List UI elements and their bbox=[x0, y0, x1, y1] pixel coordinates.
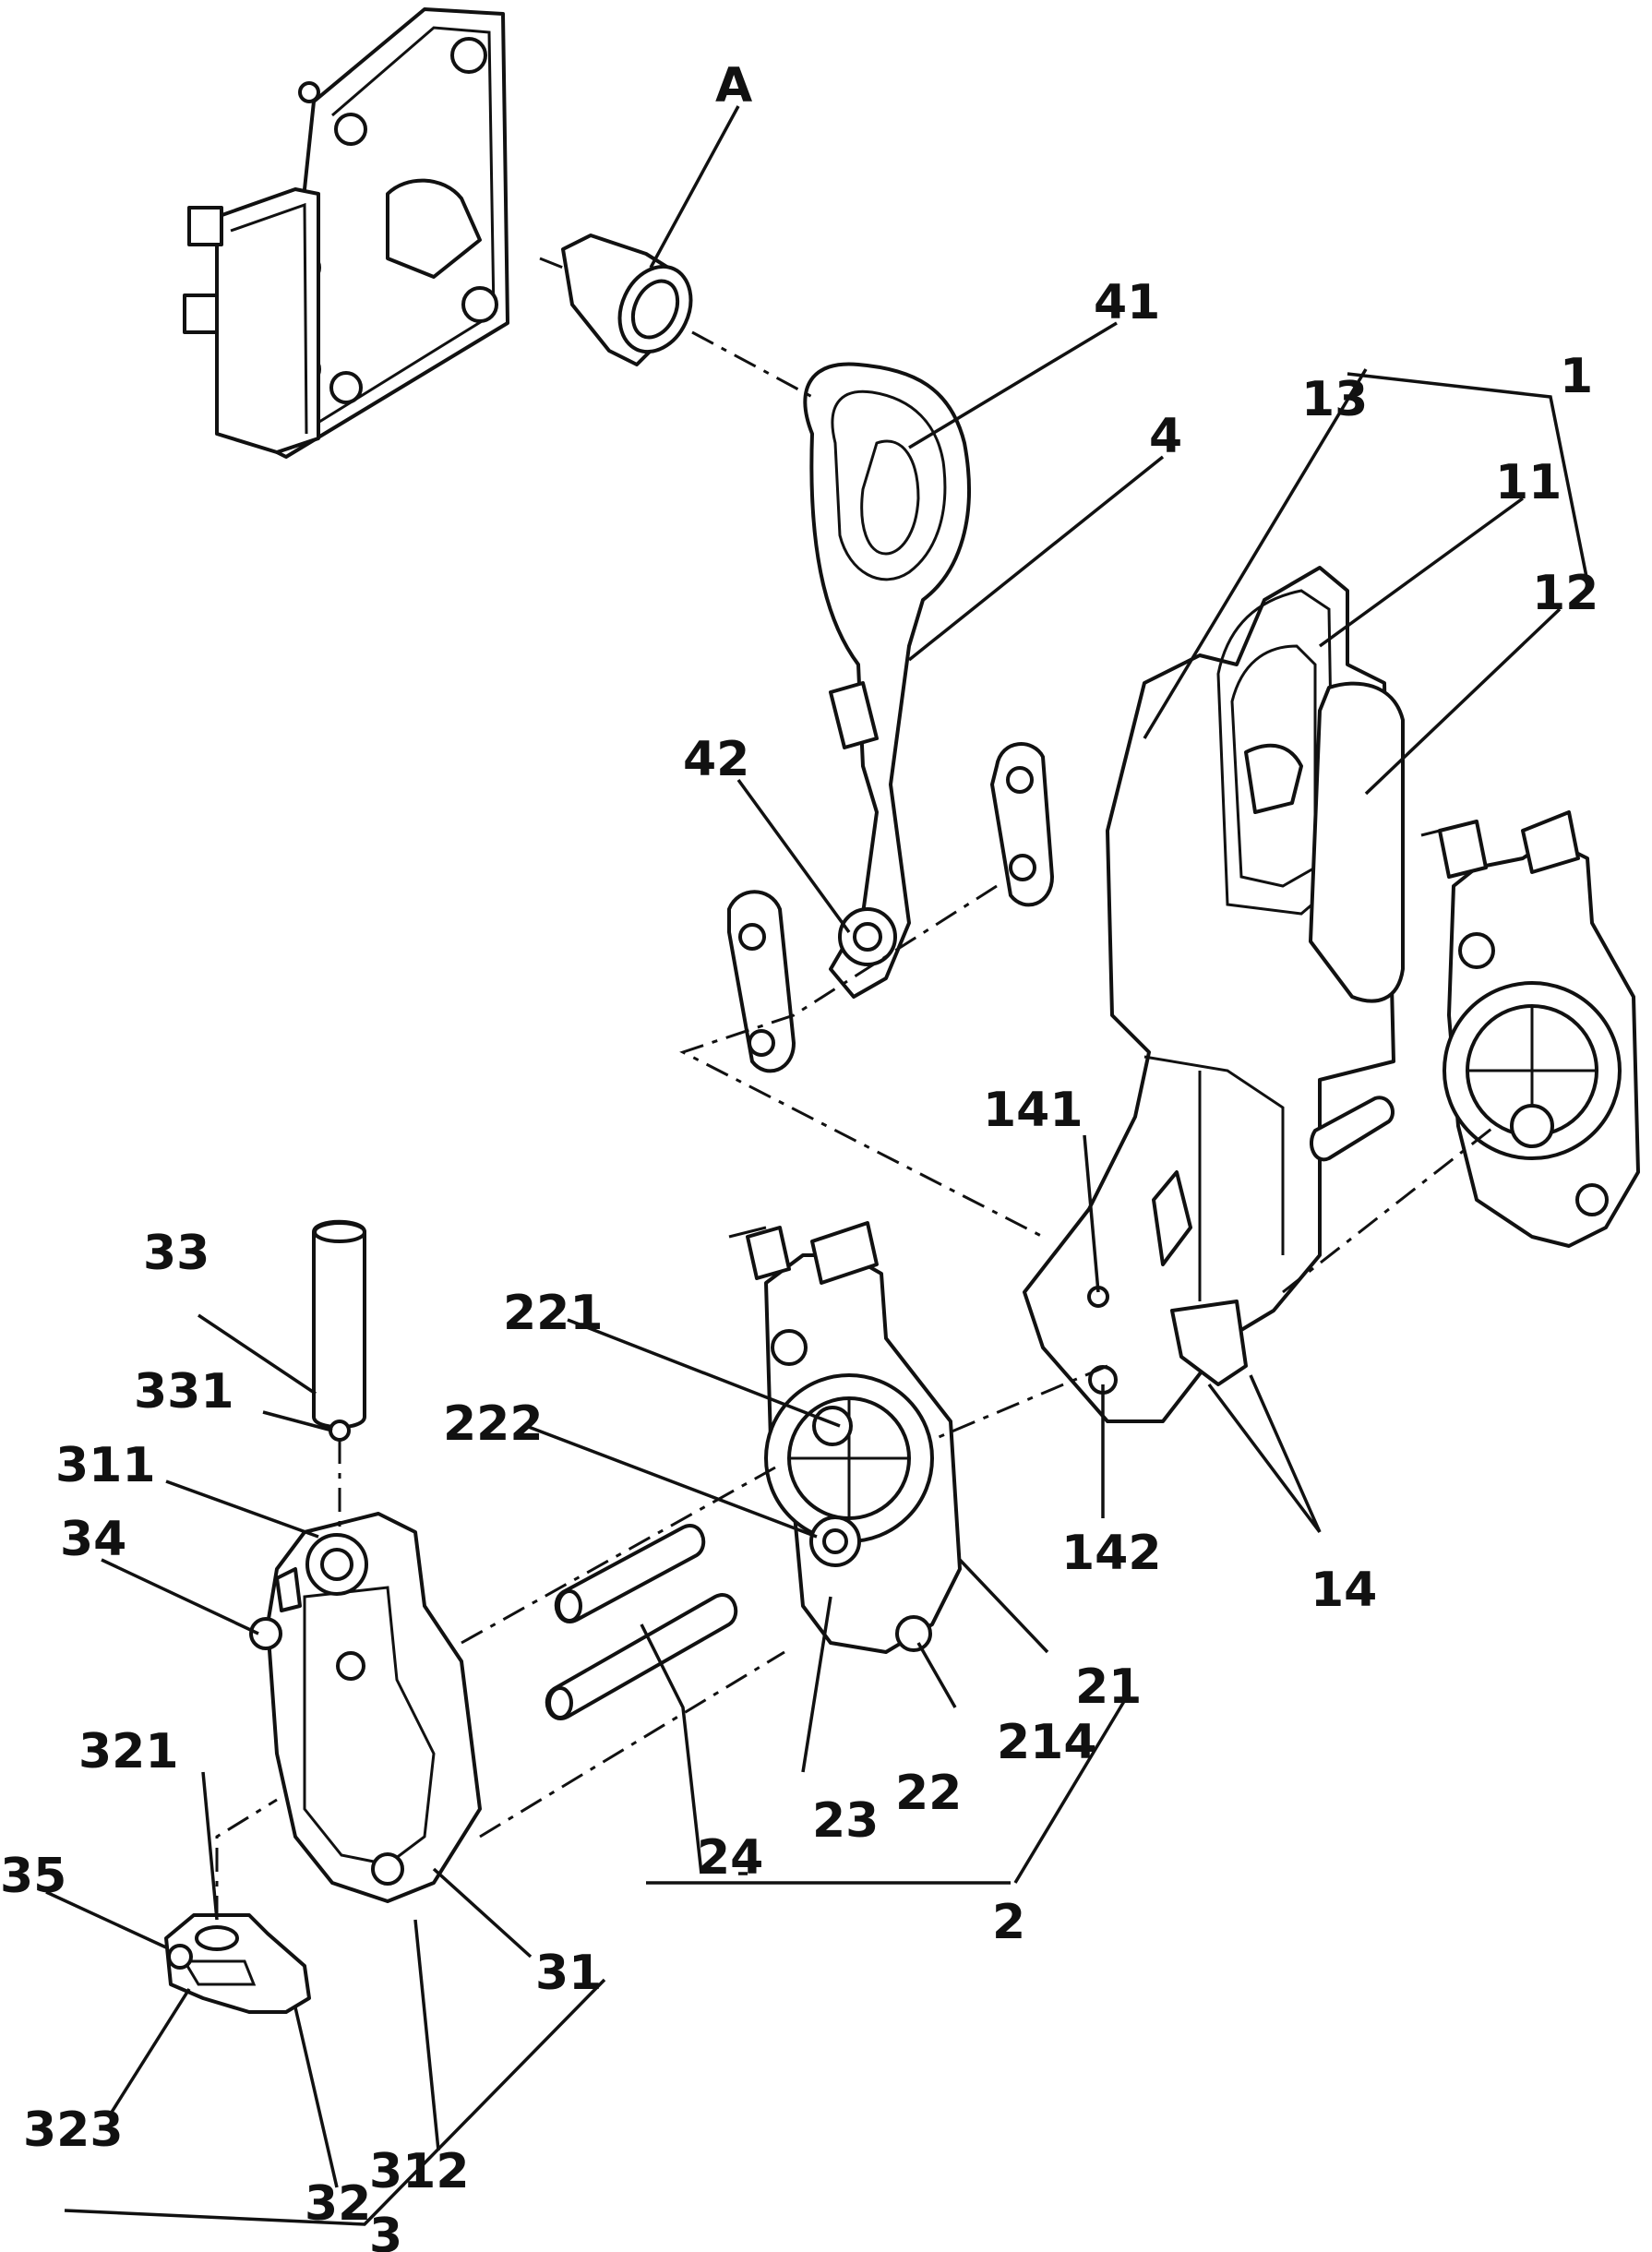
label-4: 4 bbox=[1149, 409, 1182, 464]
pin-33 bbox=[314, 1222, 365, 1440]
label-32: 32 bbox=[305, 2176, 371, 2232]
label-3: 3 bbox=[369, 2209, 402, 2252]
right-gear-housing bbox=[1421, 812, 1638, 1246]
label-23: 23 bbox=[812, 1793, 879, 1849]
pin-23 bbox=[557, 1526, 703, 1622]
label-13: 13 bbox=[1301, 372, 1368, 427]
label-42: 42 bbox=[683, 732, 749, 787]
label-323: 323 bbox=[23, 2102, 124, 2158]
label-21: 21 bbox=[1075, 1659, 1142, 1715]
label-12: 12 bbox=[1532, 566, 1598, 621]
label-11: 11 bbox=[1495, 455, 1562, 510]
label-311: 311 bbox=[55, 1438, 156, 1493]
link-plate-upper bbox=[992, 744, 1052, 904]
label-331: 331 bbox=[134, 1364, 234, 1419]
release-handle-4 bbox=[805, 364, 969, 997]
label-214: 214 bbox=[997, 1715, 1097, 1770]
label-31: 31 bbox=[535, 1946, 602, 2001]
label-24: 24 bbox=[697, 1830, 763, 1886]
label-41: 41 bbox=[1094, 275, 1160, 330]
link-plate-lower bbox=[729, 892, 794, 1071]
label-33: 33 bbox=[143, 1226, 209, 1281]
label-2: 2 bbox=[992, 1895, 1025, 1950]
housing-31 bbox=[251, 1514, 480, 1901]
label-312: 312 bbox=[369, 2144, 470, 2199]
label-321: 321 bbox=[78, 1724, 179, 1779]
label-A: A bbox=[715, 58, 752, 114]
label-221: 221 bbox=[503, 1286, 604, 1341]
label-1: 1 bbox=[1560, 349, 1593, 404]
main-bracket-1 bbox=[1024, 568, 1403, 1421]
cable-end-a bbox=[563, 235, 704, 365]
gear-housing-21 bbox=[729, 1223, 960, 1652]
block-32 bbox=[166, 1915, 309, 2012]
label-142: 142 bbox=[1061, 1526, 1162, 1581]
label-222: 222 bbox=[443, 1396, 544, 1452]
label-14: 14 bbox=[1311, 1563, 1377, 1618]
mounting-plate-assembly bbox=[185, 9, 508, 457]
small-pin-right bbox=[1311, 1097, 1393, 1159]
label-22: 22 bbox=[895, 1766, 962, 1821]
label-34: 34 bbox=[60, 1512, 126, 1567]
label-141: 141 bbox=[983, 1083, 1083, 1138]
label-35: 35 bbox=[0, 1849, 66, 1904]
